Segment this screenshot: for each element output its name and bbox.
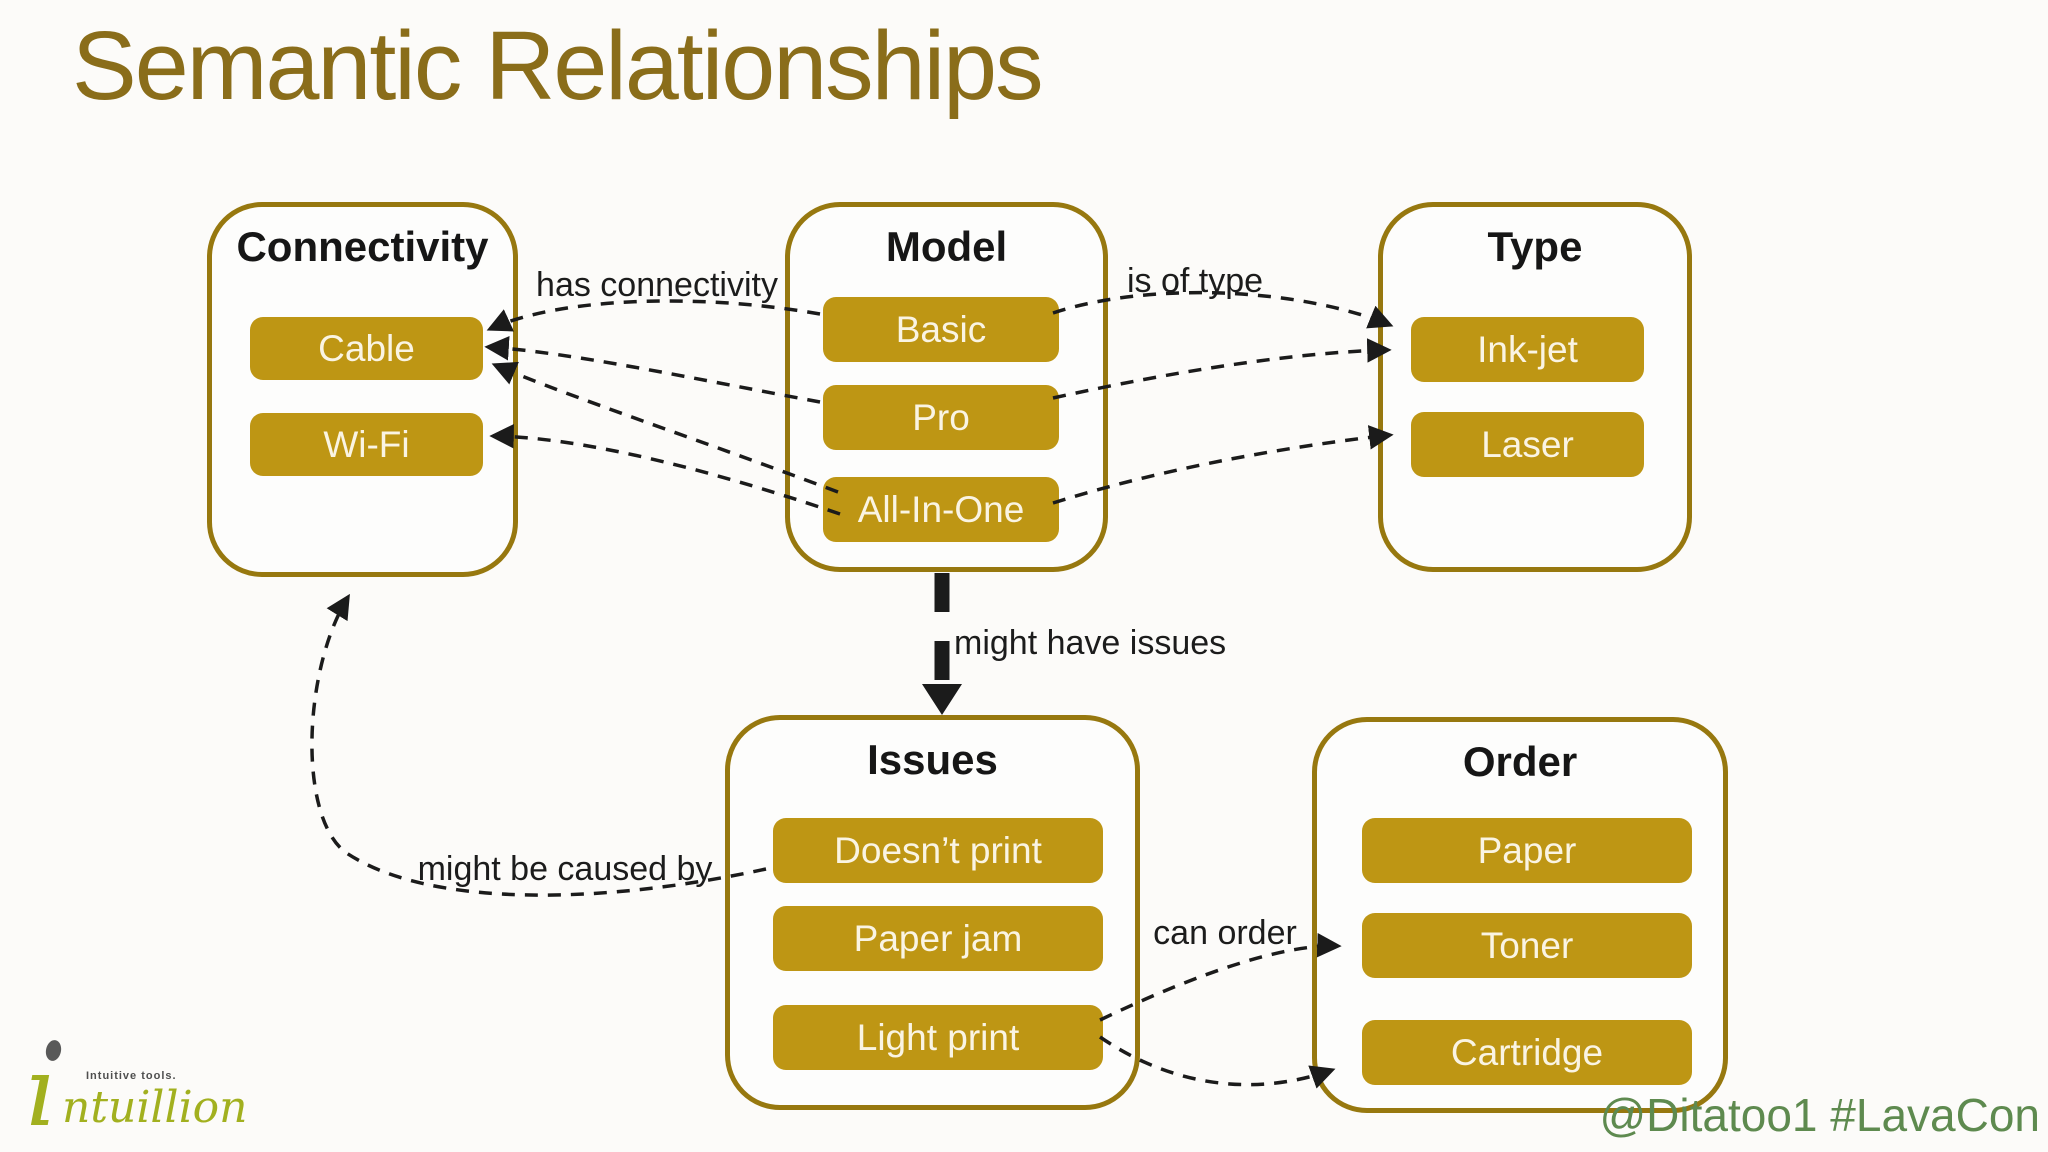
label-has-connectivity: has connectivity [536,266,778,304]
node-toner: Toner [1362,913,1692,978]
group-order: Order Paper Toner Cartridge [1312,717,1728,1113]
group-issues-title: Issues [867,736,998,783]
group-order-title: Order [1462,738,1578,785]
node-basic: Basic [823,297,1059,362]
social-handle: @Ditatoo1 #LavaCon [1599,1089,2040,1141]
label-might-be-caused-by: might be caused by [417,850,713,888]
group-connectivity-title: Connectivity [236,223,489,270]
label-is-of-type: is of type [1126,262,1264,300]
group-model: Model Basic Pro All-In-One [785,202,1108,572]
intuillion-logo-tagline: Intuitive tools. [86,1070,177,1082]
node-paper: Paper [1362,818,1692,883]
label-might-have-issues: might have issues [954,624,1227,662]
node-cable: Cable [250,317,483,380]
group-connectivity: Connectivity Cable Wi-Fi [207,202,518,577]
group-type-title: Type [1487,223,1583,270]
node-light-print: Light print [773,1005,1103,1070]
group-model-title: Model [885,223,1008,270]
node-doesnt-print: Doesn’t print [773,818,1103,883]
node-paper-jam: Paper jam [773,906,1103,971]
node-laser: Laser [1411,412,1644,477]
node-ink-jet: Ink-jet [1411,317,1644,382]
edge-pro-cable [484,336,821,404]
label-can-order: can order [1153,914,1297,952]
node-cartridge: Cartridge [1362,1020,1692,1085]
node-pro: Pro [823,385,1059,450]
group-issues: Issues Doesn’t print Paper jam Light pri… [725,715,1140,1110]
slide-title: Semantic Relationships [72,11,1044,120]
intuillion-logo-wordmark: ntuillion [62,1082,248,1133]
node-all-in-one: All-In-One [823,477,1059,542]
edge-basic-cable [486,299,821,332]
group-type: Type Ink-jet Laser [1378,202,1692,572]
edge-model-issues-arrowhead [922,684,962,715]
node-wifi: Wi-Fi [250,413,483,476]
